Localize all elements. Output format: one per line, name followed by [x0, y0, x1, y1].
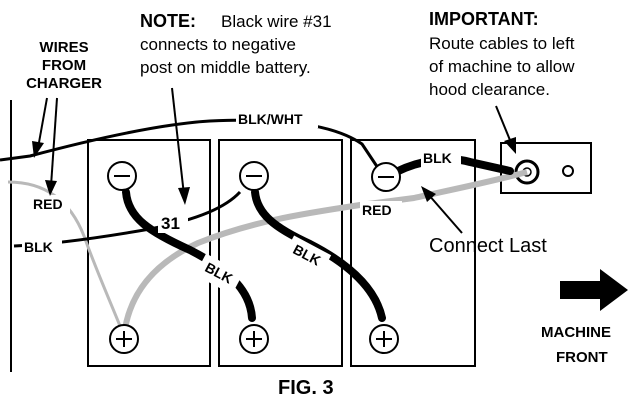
- machine-front-arrow: [560, 269, 628, 311]
- negative-terminal-right: [371, 162, 401, 192]
- blk-cable-mid-to-right: [251, 188, 386, 322]
- red-wire-main: [121, 169, 528, 337]
- note-line2: connects to negative: [140, 35, 296, 54]
- connect-last-pointer: [421, 186, 463, 234]
- important-line2: of machine to allow: [429, 57, 575, 76]
- label-red-right: RED: [362, 202, 392, 218]
- figure-caption: FIG. 3: [278, 377, 334, 399]
- charger-pointer-2: [45, 97, 58, 196]
- important-heading: IMPORTANT:: [429, 9, 539, 29]
- blk-wht-wire: [0, 118, 380, 169]
- label-blk-left: BLK: [24, 239, 53, 255]
- label-blk-wht: BLK/WHT: [238, 111, 303, 127]
- red-wire-left: [7, 180, 126, 337]
- label-blk-top-right: BLK: [423, 150, 452, 166]
- wires-from-charger-line1: WIRES: [39, 39, 88, 56]
- blk-cable-left-to-mid: [122, 188, 256, 322]
- important-pointer: [495, 105, 516, 154]
- charger-pointer-1: [32, 97, 48, 158]
- connect-last-label: Connect Last: [429, 235, 547, 257]
- note-pointer: [171, 87, 190, 205]
- wires-from-charger-line2: FROM: [42, 57, 86, 74]
- note-line3: post on middle battery.: [140, 58, 311, 77]
- positive-terminal-right: [369, 324, 399, 354]
- negative-terminal-left: [107, 161, 137, 191]
- negative-terminal-middle: [239, 161, 269, 191]
- positive-terminal-left: [109, 324, 139, 354]
- machine-front-line2: FRONT: [556, 349, 608, 366]
- positive-terminal-middle: [239, 324, 269, 354]
- important-line1: Route cables to left: [429, 34, 575, 53]
- important-line3: hood clearance.: [429, 80, 550, 99]
- note-heading: NOTE:: [140, 11, 196, 31]
- label-red-left: RED: [33, 196, 63, 212]
- label-wire-31: 31: [161, 214, 180, 233]
- terminal-hole: [562, 165, 574, 177]
- wires-from-charger-line3: CHARGER: [26, 75, 102, 92]
- note-line1: Black wire #31: [221, 12, 332, 31]
- machine-front-line1: MACHINE: [541, 324, 611, 341]
